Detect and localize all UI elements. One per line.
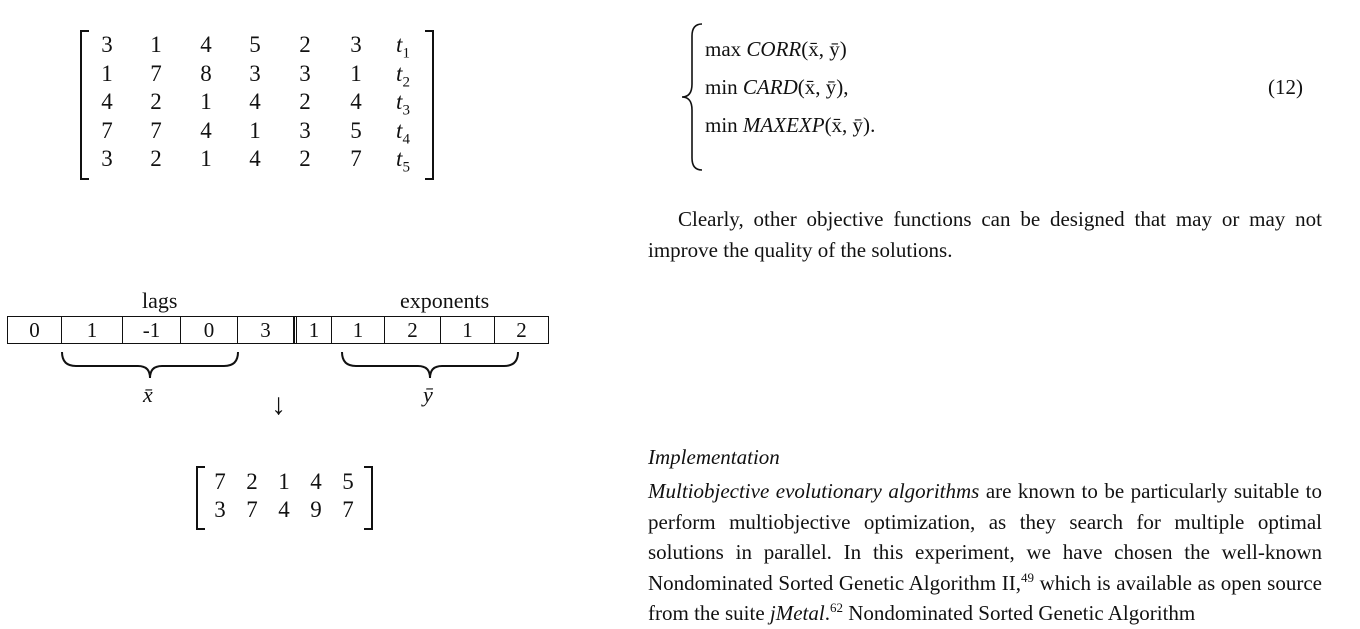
exponent-gene: 2 [385,317,441,343]
y-bar-label: ȳ [423,382,433,407]
lag-gene: 0 [8,317,62,343]
objective-tail: , [843,75,849,99]
exponent-gene: 1 [441,317,495,343]
matrix-cell: 8 [200,60,212,86]
matrix-cell: 3 [214,497,226,522]
objective-fn: CORR [746,37,802,61]
paragraph-2-part: Nondominated Sorted Genetic Algorithm [842,601,1196,626]
matrix-cell: 7 [246,497,258,522]
matrix-cell: 7 [150,117,162,143]
objective-op: min [705,75,738,99]
matrix-cell: 5 [350,117,362,143]
top-matrix-right-bracket [425,30,434,180]
matrix-cell-term: t2 [396,60,410,91]
down-arrow-icon: ↓ [271,388,286,421]
matrix-cell: 5 [342,469,354,494]
x-bar-brace [61,351,239,379]
matrix-cell-term: t4 [396,117,410,148]
matrix-cell: 1 [200,146,212,171]
objective-brace [681,23,703,171]
matrix-cell: 2 [299,146,311,171]
matrix-cell-term: t1 [396,32,410,62]
matrix-cell: 7 [342,497,354,522]
matrix-cell: 3 [299,117,311,143]
matrix-cell: 4 [200,32,212,57]
objective-args: (x̄, ȳ) [797,75,844,99]
objective-op: min [705,113,738,137]
matrix-cell: 1 [150,32,162,57]
matrix-cell: 2 [299,32,311,57]
matrix-cell: 4 [200,117,212,143]
matrix-cell: 3 [101,32,113,57]
exponents-label: exponents [400,288,490,313]
matrix-cell: 2 [299,89,311,114]
paragraph-2: Multiobjective evolutionary algorithms a… [648,476,1322,629]
matrix-cell: 1 [278,469,290,494]
matrix-cell: 7 [350,146,362,171]
matrix-cell: 7 [101,117,113,143]
lags-label: lags [142,288,178,313]
matrix-cell-term: t5 [396,146,410,176]
lag-gene: 0 [181,317,238,343]
top-matrix-left-bracket [80,30,89,180]
matrix-cell: 3 [350,32,362,57]
y-bar-brace [341,351,519,379]
objective-args: (x̄, ȳ) [824,113,871,137]
objective-fn: CARD [742,75,798,99]
paragraph-2-text: Multiobjective evolutionary algorithms a… [648,476,1322,629]
paragraph-2-em: Multiobjective evolutionary algorithms [648,479,980,503]
objective-line-1: max CORR(x̄, ȳ) [705,36,847,62]
objective-line-2: min CARD(x̄, ȳ), [705,74,849,100]
matrix-cell: 4 [249,146,261,171]
section-heading: Implementation [648,445,780,469]
matrix-cell: 3 [249,60,261,86]
lag-gene: 1 [62,317,123,343]
matrix-cell: 2 [150,146,162,171]
reference-62[interactable]: 62 [829,600,843,616]
matrix-cell: 5 [249,32,261,57]
matrix-cell: 1 [101,60,113,86]
matrix-cell: 7 [150,60,162,86]
matrix-cell: 4 [249,89,261,114]
exponent-gene: 1 [294,317,332,343]
exponent-gene: 1 [332,317,385,343]
objective-args: (x̄, ȳ) [801,37,847,61]
top-matrix: 3 1 4 5 2 3 t1 1 7 8 3 3 1 t2 4 2 1 4 2 4 t3 7 7 4 1 3 5 t4 3 2 1 4 2 7 t5 [80,30,434,180]
matrix-cell: 4 [101,89,113,114]
objective-op: max [705,37,742,61]
matrix-cell: 3 [299,60,311,86]
matrix-cell: 4 [278,497,290,522]
bottom-matrix-left-bracket [196,466,205,530]
lag-gene: 3 [238,317,294,343]
matrix-cell: 1 [350,60,362,86]
bottom-matrix-right-bracket [364,466,373,530]
reference-49[interactable]: 49 [1021,569,1035,585]
matrix-cell: 3 [101,146,113,171]
jmetal-name: jMetal [769,601,825,626]
matrix-cell-term: t3 [396,89,410,119]
objective-fn: MAXEXP [742,113,825,137]
matrix-cell: 7 [214,469,226,494]
matrix-cell: 2 [246,469,258,494]
matrix-cell: 1 [200,89,212,114]
equation-number: (12) [1268,75,1303,99]
matrix-cell: 4 [310,469,322,494]
objective-tail: . [870,113,876,137]
chromosome-strip: 0 1 -1 0 3 1 1 2 1 2 [7,316,549,344]
matrix-cell: 4 [350,89,362,114]
x-bar-label: x̄ [143,382,153,407]
exponent-gene: 2 [516,318,527,342]
paragraph-1-text: Clearly, other objective functions can b… [648,207,1322,262]
paragraph-1: Clearly, other objective functions can b… [648,204,1322,265]
objective-line-3: min MAXEXP(x̄, ȳ). [705,112,875,138]
matrix-cell: 1 [249,117,261,143]
matrix-cell: 9 [310,497,322,522]
matrix-cell: 2 [150,89,162,114]
lag-gene: -1 [123,317,181,343]
